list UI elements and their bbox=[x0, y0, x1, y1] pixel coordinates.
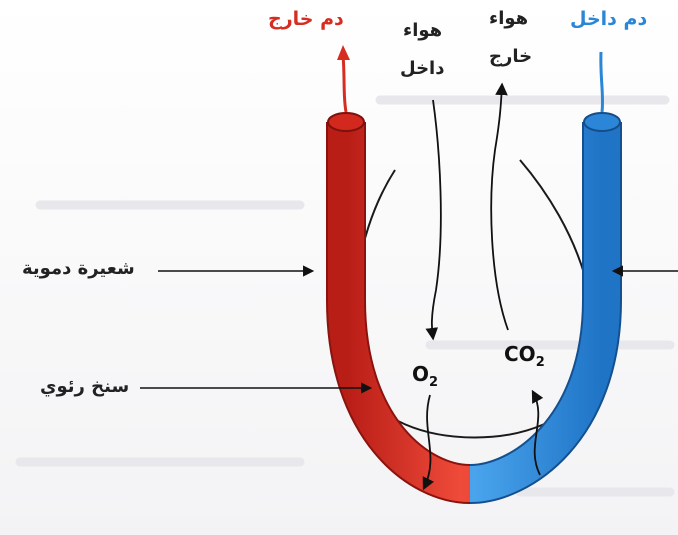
blood-in-label: دم داخل bbox=[570, 8, 647, 30]
blue-tube-opening bbox=[584, 113, 620, 131]
co2-formula: CO2 bbox=[504, 342, 545, 370]
air-out-label-line2: خارج bbox=[489, 46, 532, 67]
air-in-label-line1: هواء bbox=[403, 20, 442, 41]
co2-base-text: CO bbox=[504, 342, 536, 366]
air-out-label-line1: هواء bbox=[489, 8, 528, 29]
red-tube-opening bbox=[328, 113, 364, 131]
capillary-label: شعيرة دموية bbox=[22, 258, 135, 279]
co2-subscript: 2 bbox=[536, 355, 545, 370]
blood-out-label: دم خارج bbox=[268, 8, 344, 30]
blood-in-flow-line bbox=[601, 52, 603, 112]
o2-subscript: 2 bbox=[429, 375, 438, 390]
alveolar-surface-label: سنخ رئوي bbox=[40, 376, 129, 397]
o2-formula: O2 bbox=[412, 362, 438, 390]
o2-base-text: O bbox=[412, 362, 429, 386]
air-in-label-line2: داخل bbox=[400, 58, 444, 79]
